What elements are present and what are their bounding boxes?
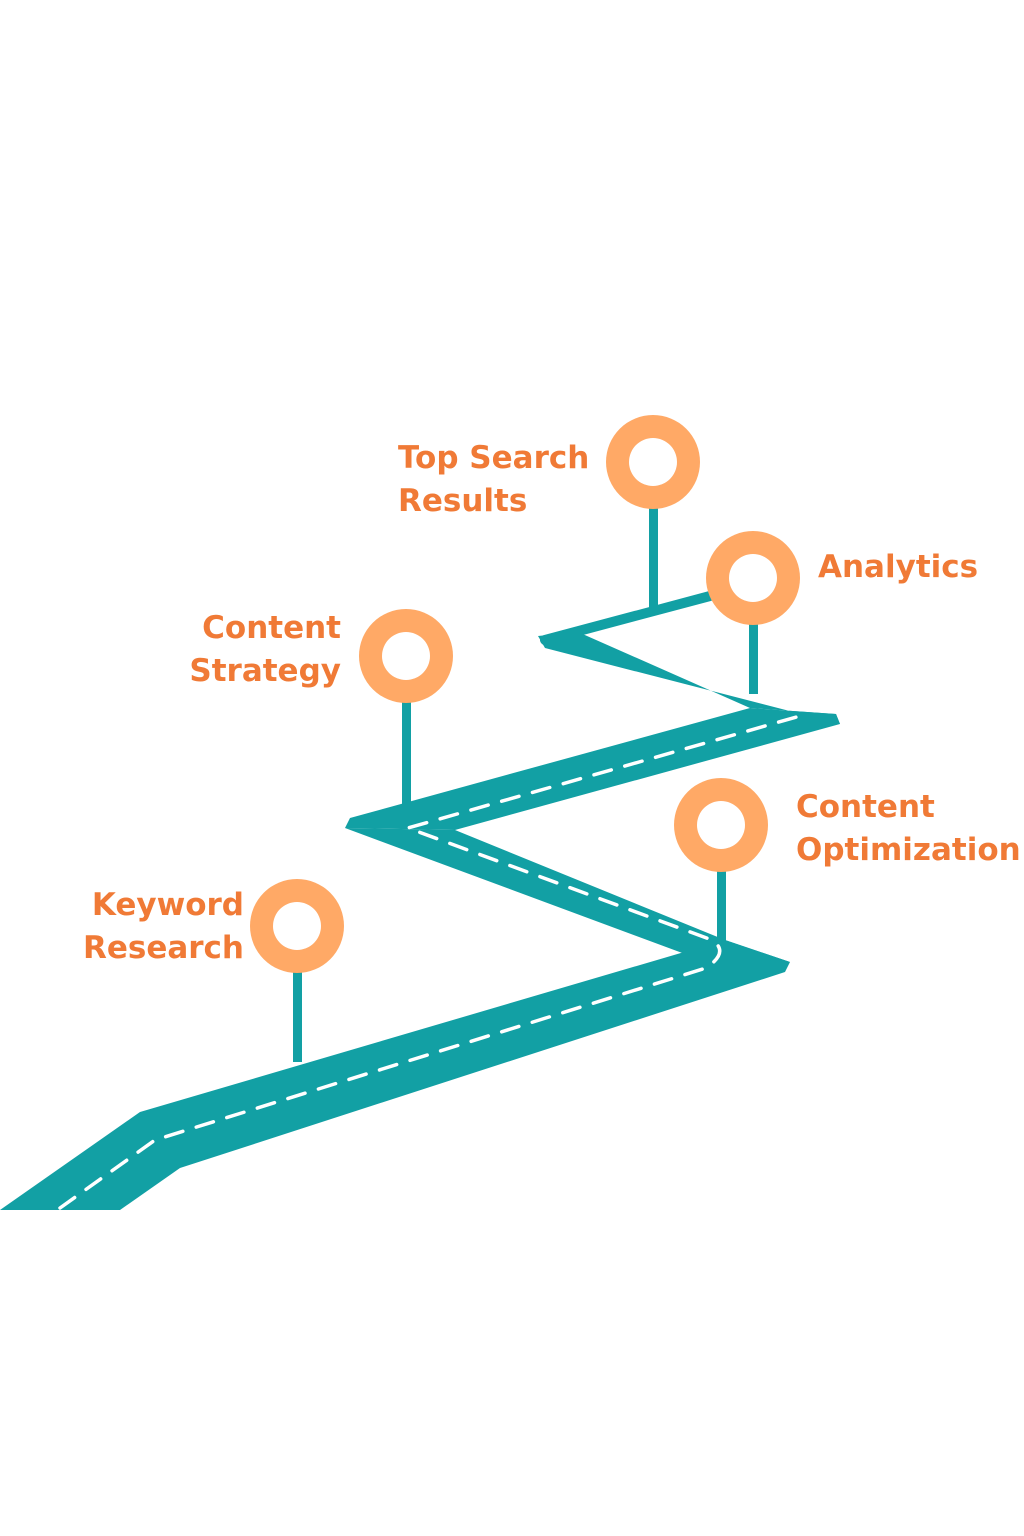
milestone-label-top-search-results: Top Search Results <box>398 437 589 523</box>
milestone-label-line: Optimization <box>796 832 1021 868</box>
milestone-label-line: Content <box>202 610 341 646</box>
milestone-label-line: Top Search <box>398 440 590 476</box>
pin-stem-content-strategy <box>402 700 411 810</box>
milestone-label-line: Analytics <box>818 549 979 585</box>
milestone-label-line: Results <box>398 483 528 519</box>
milestone-label-line: Content <box>796 789 935 825</box>
pin-stem-analytics <box>749 622 758 694</box>
milestone-label-line: Keyword <box>91 887 244 923</box>
pin-stem-keyword-research <box>293 970 302 1062</box>
road-segment-middle <box>345 828 790 962</box>
milestone-label-keyword-research: Keyword Research <box>83 884 244 970</box>
pin-marker-content-optimization <box>674 778 768 872</box>
milestone-label-content-optimization: Content Optimization <box>796 786 1021 872</box>
milestone-label-line: Research <box>82 930 244 966</box>
road-segment-end <box>540 591 715 645</box>
road-segment-top <box>538 632 840 724</box>
road-segment-bottom <box>0 940 790 1210</box>
road-centerline <box>58 714 802 1210</box>
pin-marker-keyword-research <box>250 879 344 973</box>
pin-marker-content-strategy <box>359 609 453 703</box>
milestone-label-analytics: Analytics <box>818 546 978 589</box>
pin-marker-analytics <box>706 531 800 625</box>
pin-stem-top-search-results <box>649 505 658 609</box>
pin-stem-content-optimization <box>717 868 726 944</box>
milestone-label-line: Strategy <box>189 653 341 689</box>
pin-marker-top-search-results <box>606 415 700 509</box>
milestone-label-content-strategy: Content Strategy <box>189 607 341 693</box>
